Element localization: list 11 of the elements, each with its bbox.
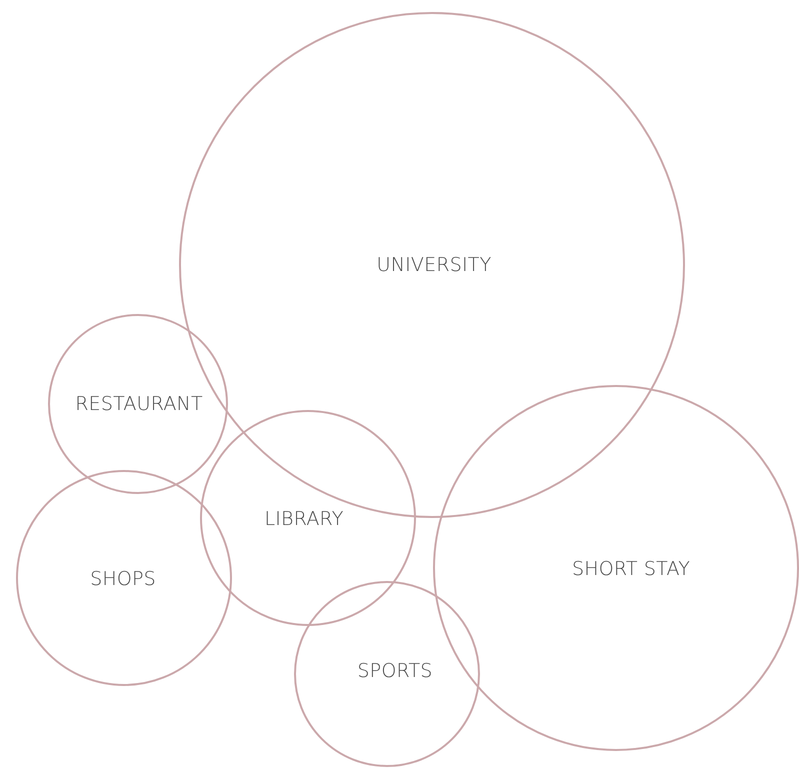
circle-label: UNIVERSITY [376,254,492,276]
circle-label: SHOPS [90,568,156,590]
circle [294,581,480,767]
circle [200,410,416,626]
circle [433,385,799,751]
circle-label: SHORT STAY [572,558,690,580]
circle-label: LIBRARY [264,508,344,530]
circle-label: SPORTS [357,660,433,682]
circle [16,470,232,686]
circle-label: RESTAURANT [75,393,203,415]
circle [48,314,228,494]
